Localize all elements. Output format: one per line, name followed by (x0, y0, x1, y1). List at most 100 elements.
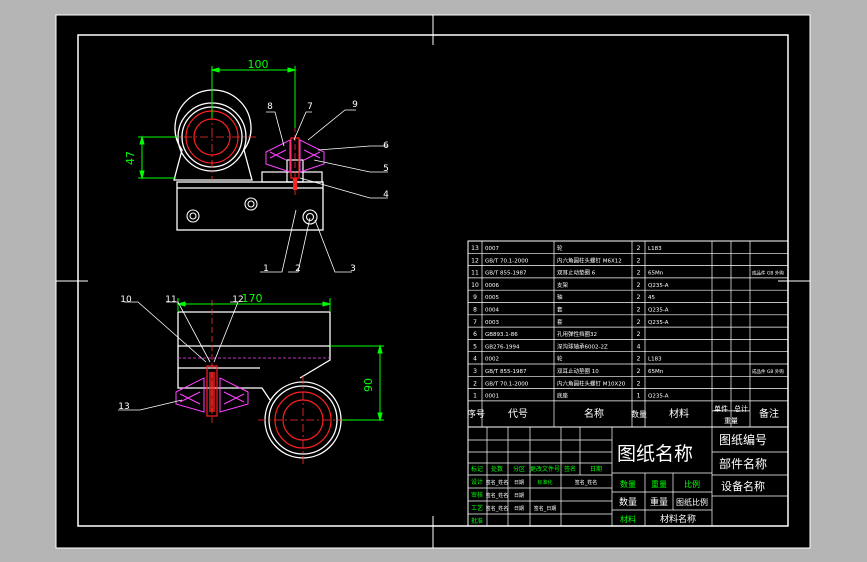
bom-cell-name: 双耳止动垫圈 6 (557, 269, 596, 277)
bom-cell-code: 0003 (485, 320, 499, 326)
dimension-90 (330, 344, 384, 422)
rev-zone: 分区 (513, 465, 525, 473)
rev-sign: 签名 (564, 465, 576, 473)
bom-cell-material: Q235-A (648, 308, 669, 314)
sign-std-name-1: 签名_姓名 (575, 479, 598, 486)
bom-header-total-weight: 总计 (734, 404, 748, 413)
bom-cell-qty: 2 (637, 319, 641, 326)
bom-cell-no: 8 (473, 307, 477, 314)
bom-cell-material: Q235-A (648, 394, 669, 400)
bom-cell-material: L183 (648, 246, 662, 252)
dimension-100-label: 100 (248, 58, 269, 71)
bom-header: 序号 代号 名称 数量 材料 单件 总计 重量 备注 (467, 404, 779, 425)
sign-name-2: 签名_姓名 (486, 492, 509, 499)
bom-cell-material: Q235-A (648, 283, 669, 289)
dimension-100 (210, 66, 297, 128)
tb-scale-value: 图纸比例 (676, 497, 708, 507)
bom-cell-no: 4 (473, 356, 477, 363)
callout-10: 10 (120, 295, 132, 305)
bom-cell-no: 7 (473, 319, 477, 326)
base-plate-top (176, 181, 324, 231)
callout-12: 12 (232, 295, 243, 305)
callout-6: 6 (383, 141, 389, 151)
bom-cell-name: 孔用弹性挡圈32 (557, 330, 597, 338)
bom-cell-material: Q235-A (648, 320, 669, 326)
bom-cell-no: 6 (473, 331, 477, 338)
title-block-grid (468, 427, 788, 526)
tb-qty-label: 数量 (620, 479, 636, 489)
tb-weight-value: 重量 (650, 496, 668, 508)
bom-cell-qty: 2 (637, 380, 641, 387)
bom-cell-no: 10 (471, 282, 479, 289)
bom-cell-no: 9 (473, 294, 477, 301)
revision-row: 标记 处数 分区 更改文件号 签名 日期 (471, 465, 602, 473)
sign-name-3: 签名_姓名 (486, 505, 509, 512)
bom-cell-name: 轴 (557, 293, 563, 301)
bom-header-qty: 数量 (631, 409, 647, 419)
bom-cell-qty: 2 (637, 294, 641, 301)
bom-cell-material: 45 (648, 295, 655, 301)
bom-cell-code: 0006 (485, 283, 499, 289)
bom-cell-qty: 1 (637, 393, 641, 400)
sheet-background (56, 15, 810, 548)
callout-5: 5 (383, 164, 389, 174)
bom-header-name: 名称 (584, 407, 604, 420)
leaders-top (260, 109, 388, 273)
bom-cell-qty: 2 (637, 245, 641, 252)
bom-cell-name: 底座 (557, 392, 569, 400)
sign-date-1: 日期 (514, 480, 524, 486)
sign-std-role-3: 批准 (471, 517, 483, 525)
bom-cell-name: 轮 (557, 244, 563, 252)
bom-cell-material: 65Mn (648, 369, 664, 375)
bom-cell-code: GB/T 70.1-2000 (485, 381, 529, 387)
bom-cell-material: L183 (648, 357, 662, 363)
bom-header-unit-weight: 单件 (714, 404, 728, 413)
bom-header-code: 代号 (508, 408, 528, 420)
bom-cell-qty: 2 (637, 368, 641, 375)
bom-cell-name: 支架 (557, 281, 569, 289)
title-block: 图纸名称 图纸编号 部件名称 设备名称 数量 重量 比例 数量 重量 图纸比例 … (467, 426, 789, 527)
dimension-47 (138, 135, 178, 180)
bottom-view: 170 90 10 11 12 13 (118, 292, 384, 464)
bom-cell-code: GB276-1994 (485, 344, 520, 350)
shaft-bottom (206, 300, 218, 424)
bom-cell-note: 成品件 GB 外购 (752, 270, 784, 277)
bom-cell-qty: 2 (637, 331, 641, 338)
bom-cell-no: 5 (473, 343, 477, 350)
pulley-top (265, 139, 325, 173)
tb-qty-value: 数量 (619, 496, 637, 508)
bom-cell-material: 65Mn (648, 271, 664, 277)
bom-header-no: 序号 (467, 408, 485, 420)
sign-std-name-3: 签名_日期 (534, 505, 557, 512)
bom-cell-code: 0001 (485, 394, 499, 400)
sign-date-3: 日期 (514, 506, 524, 512)
bom-grid (468, 241, 788, 427)
equipment-name: 设备名称 (721, 479, 765, 493)
center-lines-bottom (258, 376, 348, 464)
bom-cell-code: 0002 (485, 357, 499, 363)
bom-cell-qty: 2 (637, 282, 641, 289)
bom-cell-name: 轮 (557, 355, 563, 363)
tb-weight-label: 重量 (651, 479, 667, 489)
dimension-170-label: 170 (242, 292, 263, 305)
bom-cell-note: 成品件 GB 外购 (752, 368, 784, 375)
bom-cell-qty: 2 (637, 257, 641, 264)
bom-cell-name: 内六角圆柱头螺钉 M10X20 (557, 379, 626, 387)
tb-material-value: 材料名称 (660, 513, 696, 525)
bom-cell-code: GB/T 70.1-2000 (485, 258, 529, 264)
rev-count: 处数 (491, 465, 503, 473)
sign-role-2: 审核 (471, 491, 483, 499)
callout-13: 13 (118, 402, 129, 412)
rev-date: 日期 (590, 465, 602, 473)
callout-1: 1 (263, 264, 269, 274)
bom-header-weight: 重量 (724, 417, 738, 425)
bom-cell-name: 内六角圆柱头螺钉 M6X12 (557, 256, 622, 264)
bom-cell-qty: 2 (637, 270, 641, 277)
sign-role-1: 设计 (471, 478, 483, 486)
sign-date-2: 日期 (514, 493, 524, 499)
bom-cell-code: GB/T 855-1987 (485, 271, 527, 277)
center-lines-top (168, 96, 256, 180)
bom-cell-qty: 4 (637, 343, 641, 350)
bom-cell-no: 3 (473, 368, 477, 375)
